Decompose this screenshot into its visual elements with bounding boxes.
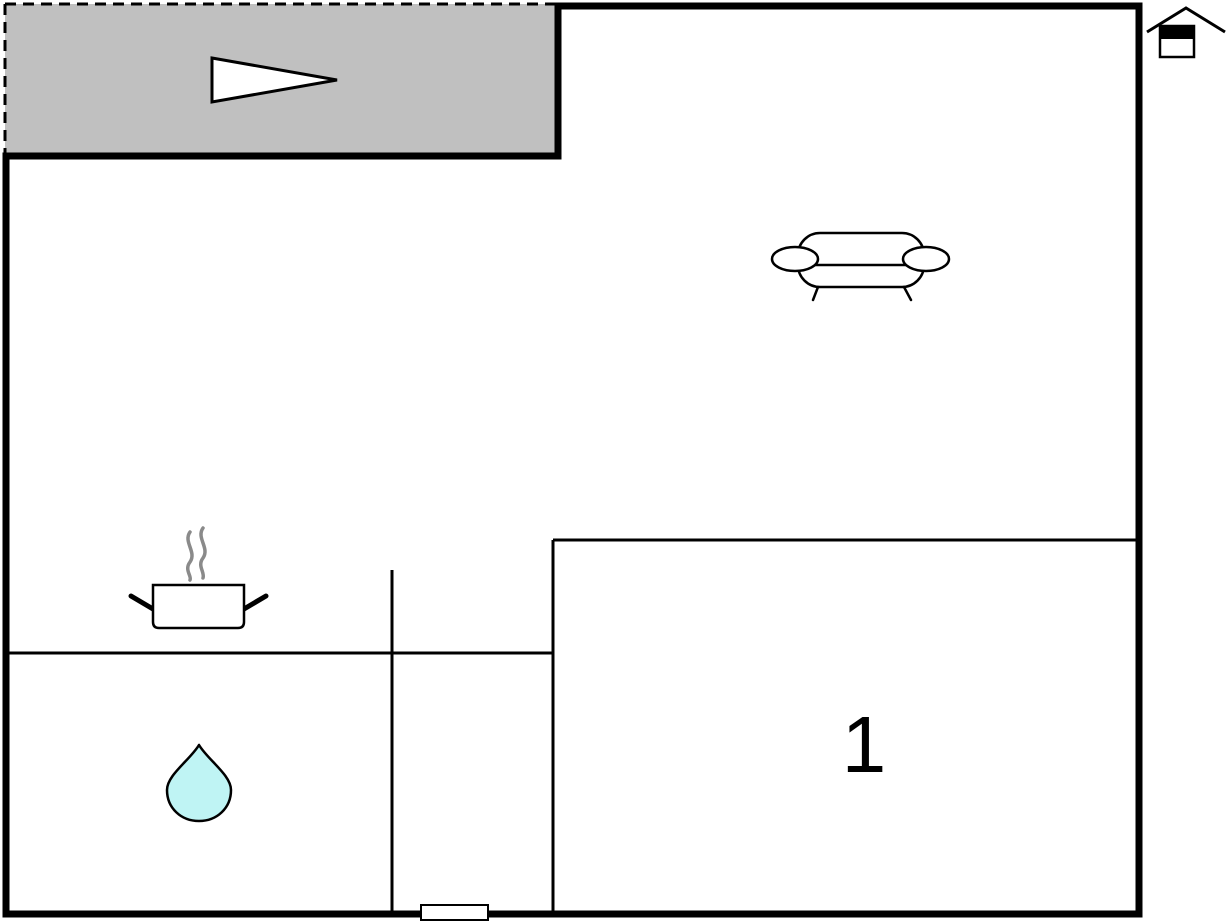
bedroom-number-label: 1	[842, 700, 887, 789]
terrace	[3, 2, 558, 156]
entrance-door	[420, 904, 489, 921]
water-drop-icon	[165, 743, 233, 823]
wall-top-right	[554, 2, 1143, 918]
cooking-pot-icon	[128, 526, 269, 630]
sofa-icon	[770, 231, 951, 302]
outer-walls	[2, 2, 1143, 918]
terrace-arrow-icon	[210, 56, 338, 104]
interior-walls	[9, 538, 1136, 912]
house-entrance-icon	[1146, 6, 1226, 59]
